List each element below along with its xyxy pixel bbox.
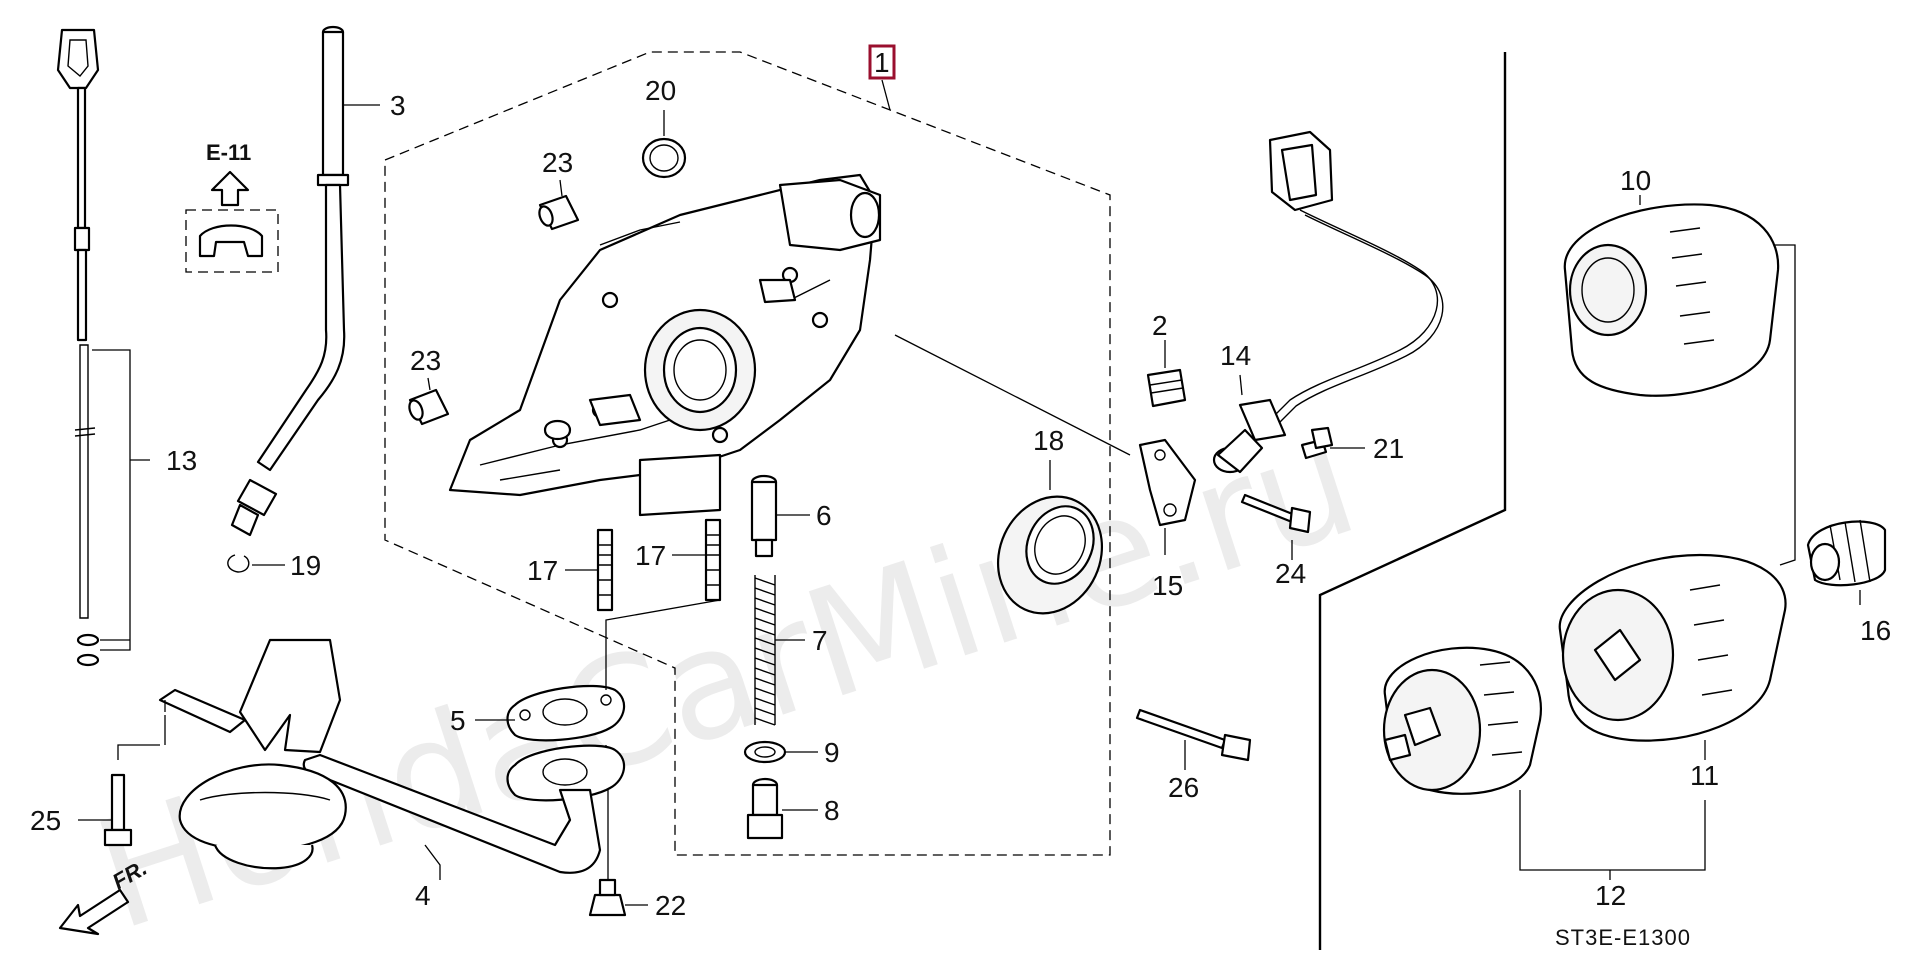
callout-23-lower: 23: [410, 345, 441, 376]
oil-strainer[interactable]: [158, 638, 626, 874]
callout-9: 9: [824, 737, 840, 768]
oil-pressure-sensor-harness[interactable]: [1212, 130, 1444, 474]
callout-14: 14: [1220, 340, 1251, 371]
reference-box[interactable]: [185, 209, 279, 273]
callout-22: 22: [655, 890, 686, 921]
callout-23-upper: 23: [542, 147, 573, 178]
callout-4: 4: [415, 880, 431, 911]
callout-26: 26: [1168, 772, 1199, 803]
callout-10: 10: [1620, 165, 1651, 196]
stud-bolt-left[interactable]: [596, 528, 614, 612]
callout-17-left: 17: [527, 555, 558, 586]
flange-nut-22[interactable]: [588, 878, 627, 917]
dipstick[interactable]: [56, 28, 100, 667]
bolt-21[interactable]: [1300, 426, 1334, 460]
callout-25: 25: [30, 805, 61, 836]
callout-24: 24: [1275, 558, 1306, 589]
callout-15: 15: [1152, 570, 1183, 601]
callout-17-right: 17: [635, 540, 666, 571]
oil-filter-12[interactable]: [1382, 646, 1542, 795]
callout-5: 5: [450, 705, 466, 736]
callout-8: 8: [824, 795, 840, 826]
callout-6: 6: [816, 500, 832, 531]
dowel-pin-lower[interactable]: [407, 388, 450, 426]
dowel-pin-upper[interactable]: [537, 194, 580, 231]
callout-2: 2: [1152, 310, 1168, 341]
reference-label: E-11: [206, 140, 251, 165]
oil-seal[interactable]: [979, 479, 1120, 630]
oil-filter-11[interactable]: [1558, 553, 1787, 742]
sealing-washer[interactable]: [743, 740, 787, 764]
callout-19: 19: [290, 550, 321, 581]
plug-bolt[interactable]: [746, 777, 784, 840]
group-boundary-part-1: [384, 51, 1111, 856]
diagram-code: ST3E-E1300: [1555, 925, 1691, 950]
callout-3: 3: [390, 90, 406, 121]
bolt-24[interactable]: [1240, 493, 1312, 534]
callout-16: 16: [1860, 615, 1891, 646]
reference-arrow-icon: [210, 170, 250, 207]
callout-1-box: [868, 44, 896, 80]
callout-21: 21: [1373, 433, 1404, 464]
front-arrow-icon: [58, 888, 130, 936]
relief-spring[interactable]: [754, 575, 776, 726]
relief-valve[interactable]: [750, 474, 778, 558]
filter-group-boundary: [1318, 52, 1507, 950]
callout-20: 20: [645, 75, 676, 106]
stud-bolt-right[interactable]: [704, 518, 722, 602]
bolt-26[interactable]: [1135, 708, 1252, 762]
filter-threaded-adapter[interactable]: [1806, 519, 1887, 587]
callout-12: 12: [1595, 880, 1626, 911]
callout-11: 11: [1690, 760, 1719, 791]
callout-1: 1: [874, 47, 890, 78]
sensor-bracket[interactable]: [1138, 438, 1197, 527]
dipstick-tube[interactable]: [230, 25, 350, 537]
strainer-gasket[interactable]: [506, 684, 626, 742]
callout-13: 13: [166, 445, 197, 476]
collar-2[interactable]: [1146, 368, 1187, 408]
flange-bolt-25[interactable]: [103, 773, 133, 847]
callout-7: 7: [812, 625, 828, 656]
callout-18: 18: [1033, 425, 1064, 456]
oil-pump-assembly[interactable]: [448, 173, 882, 517]
oil-filter-10[interactable]: [1563, 203, 1780, 397]
